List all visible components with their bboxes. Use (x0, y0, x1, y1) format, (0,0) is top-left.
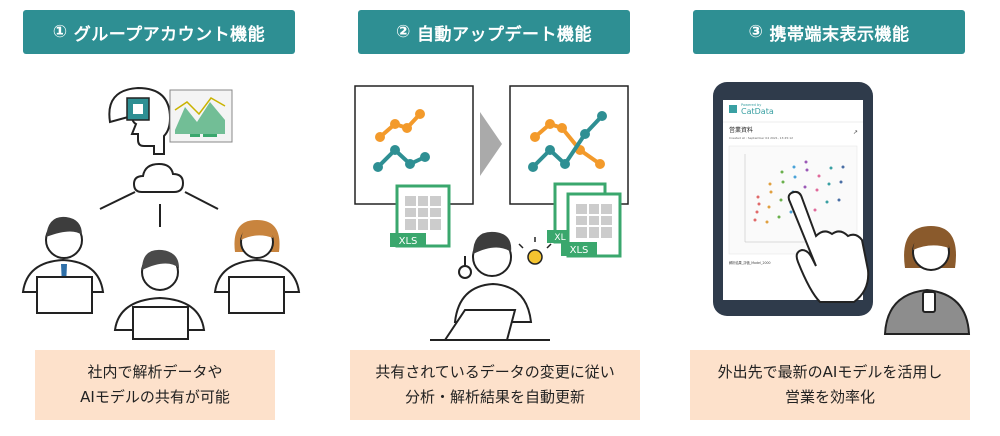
doc-title: 営業資料 (729, 126, 753, 134)
caption-line: 共有されているデータの変更に従い (375, 363, 615, 381)
xls-label-back: XL (554, 233, 565, 243)
caption-line: 営業を効率化 (784, 388, 875, 406)
panel-3-header: ③ 携帯端末表示機能 (693, 10, 965, 54)
panel-1-caption: 社内で解析データや AIモデルの共有が可能 (35, 350, 275, 420)
caption-line: 社内で解析データや (87, 363, 223, 381)
caption-line: 外出先で最新のAIモデルを活用し (717, 363, 943, 381)
xls-label: XLS (570, 245, 589, 256)
group-account-illustration (21, 86, 301, 340)
woman-with-phone-icon (883, 226, 971, 335)
doc-date: Created at : September 04 2021, 13:45:12 (729, 136, 793, 140)
panel-2-number: ② (396, 22, 411, 42)
lightbulb-icon (518, 237, 552, 265)
person-with-laptop-icon (21, 216, 105, 314)
xls-label: XLS (399, 236, 418, 247)
panel-2-header: ② 自動アップデート機能 (358, 10, 630, 54)
xls-file-icon: XLS (561, 192, 622, 258)
panel-3-caption: 外出先で最新のAIモデルを活用し 営業を効率化 (690, 350, 970, 420)
app-name: CatData (741, 107, 774, 116)
ai-brain-head-icon (108, 86, 172, 155)
cat-logo-icon (729, 105, 737, 113)
panel-1-title: グループアカウント機能 (73, 24, 266, 45)
panel-3-title: 携帯端末表示機能 (769, 24, 910, 45)
hand-tapping-icon (787, 190, 870, 303)
person-thinking-icon (430, 231, 550, 341)
caption-line: 分析・解析結果を自動更新 (404, 388, 585, 406)
panel-2-caption: 共有されているデータの変更に従い 分析・解析結果を自動更新 (350, 350, 640, 420)
person-with-laptop-icon (213, 220, 301, 314)
panel-2-title: 自動アップデート機能 (416, 24, 592, 45)
panel-1-header: ① グループアカウント機能 (23, 10, 295, 54)
phone-footer-text: 解析結果_評価_Model_2000 (729, 260, 771, 265)
arrow-right-icon (480, 112, 502, 176)
caption-line: AIモデルの共有が可能 (80, 388, 230, 406)
mobile-display-illustration: Powered by CatData 営業資料 Created at : Sep… (713, 82, 971, 335)
panel-1-number: ① (52, 22, 68, 42)
xls-file-icon: XLS (390, 184, 451, 248)
panel-mobile-display: ③ 携帯端末表示機能 Powered by CatData 営業資料 Creat… (685, 0, 985, 436)
panel-3-number: ③ (748, 22, 764, 42)
app-tagline: Powered by (741, 103, 761, 107)
panel-auto-update: ② 自動アップデート機能 XLS (350, 0, 650, 436)
cloud-icon (132, 162, 185, 193)
panel-group-account: ① グループアカウント機能 (15, 0, 315, 436)
person-with-laptop-icon (113, 249, 206, 340)
auto-update-illustration: XLS XL XLS (354, 85, 629, 341)
share-icon: ↗ (853, 129, 858, 136)
chart-thumbnail-icon (169, 89, 233, 143)
